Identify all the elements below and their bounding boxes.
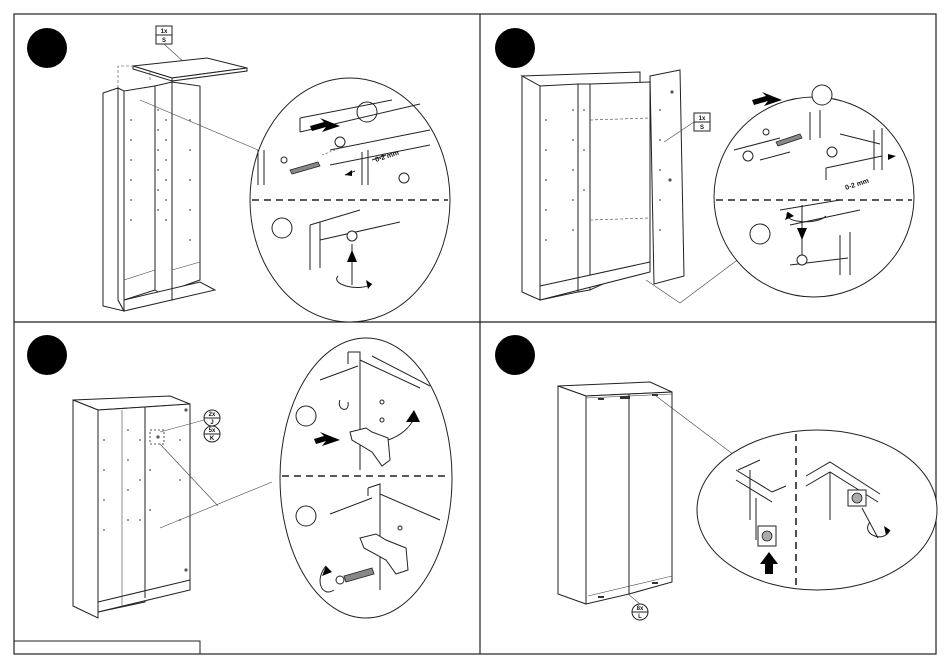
step-2-side-panel [650,70,684,284]
step-2-detail-view: 0-2 mm [714,85,914,297]
step-3-cabinet [73,396,190,618]
step-1-cabinet [103,82,215,311]
step-1-detail-sub-b [272,218,292,238]
step-3-detail-sub-b [296,506,316,526]
step-2-panel: 1x S 0-2 mm [495,28,914,303]
footer-box [14,641,200,654]
step-4-part-label: 8x L [628,594,648,620]
step-3-label-part-a: J [210,420,213,426]
step-4-wheel-icon [852,493,862,503]
step-2-detail-sub-a [812,85,832,105]
step-4-detail-view [697,430,937,590]
step-3-badge [27,335,67,375]
step-3-label-qty-b: 5x [209,428,216,434]
step-4-door-left [586,394,629,604]
step-2-pin-hole-2-icon [827,147,837,157]
step-3-detail-sub-a [296,406,316,426]
step-1-detail-view: 0-2 mm [250,78,450,322]
step-1-label-qty: 1x [161,29,168,35]
step-4-wardrobe [558,382,672,604]
step-1-cam-icon [347,231,357,241]
step-2-label-part: S [700,125,704,131]
step-1-pin-hole-icon [335,137,345,147]
step-4-label-part: L [638,614,642,620]
step-4-badge [495,335,535,375]
step-3-detail-view [280,338,452,618]
step-2-label-qty: 1x [699,116,706,122]
step-1-badge [27,28,67,68]
step-2-cabinet [522,70,684,300]
step-1-part-label: 1x S [156,26,186,64]
step-2-pin-hole-icon [743,151,753,161]
step-3-panel: 2x J 5x K [27,335,452,618]
step-4-door-right [629,392,672,594]
step-2-badge [495,28,535,68]
step-1-label-part: S [162,38,166,44]
step-3-label-part-b: K [210,436,215,442]
step-4-panel: 8x L [495,335,937,620]
step-2-detail-sub-b [750,224,770,244]
step-2-cam-icon [797,255,807,265]
step-1-panel: 1x S [27,26,450,322]
step-4-label-qty: 8x [637,606,644,612]
step-3-label-qty-a: 2x [209,412,216,418]
step-1-pin-hole-2-icon [399,173,409,183]
